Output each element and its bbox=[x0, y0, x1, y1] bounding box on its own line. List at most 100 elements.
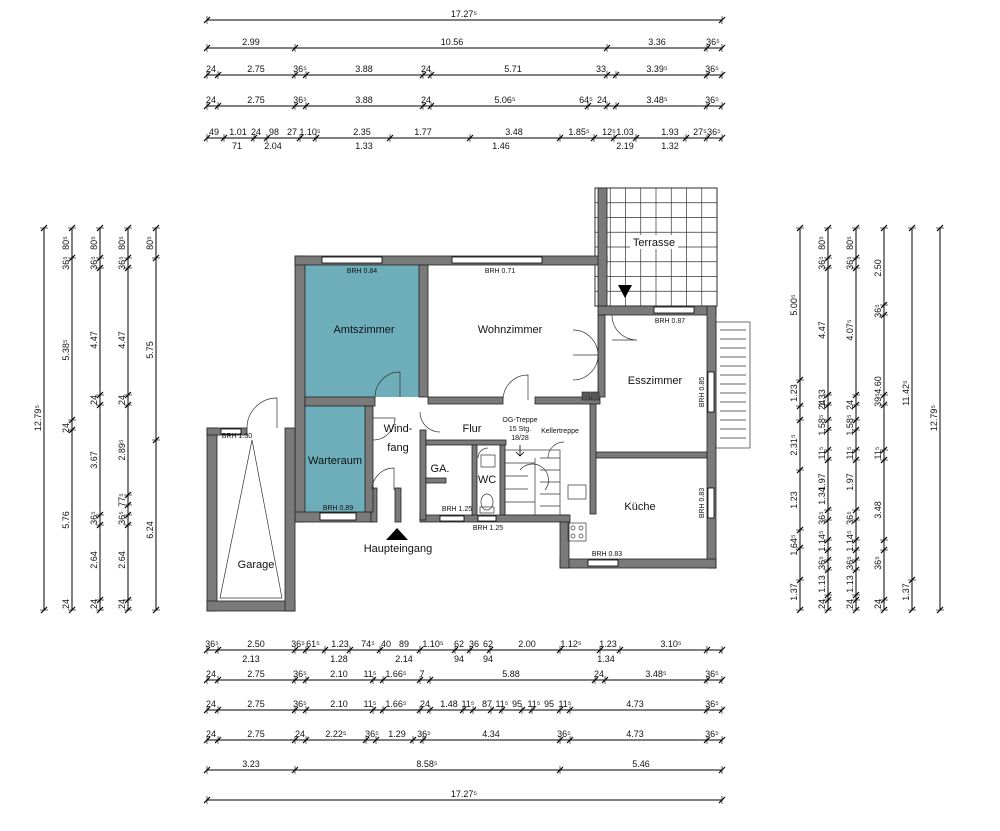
dim-label: 3.10⁵ bbox=[660, 639, 682, 649]
label-ga: GA. bbox=[431, 463, 450, 475]
dim-label: 3.88 bbox=[355, 95, 373, 105]
dim-label: 2.75 bbox=[247, 729, 265, 739]
dim-label: 27 bbox=[287, 127, 297, 137]
dim-label: 36⁵ bbox=[845, 556, 855, 570]
brh-amts: BRH 0.84 bbox=[347, 268, 377, 275]
dim-label: 1.33 bbox=[817, 389, 827, 407]
label-warteraum: Warteraum bbox=[308, 455, 362, 467]
dim-label: 36⁵ bbox=[817, 556, 827, 570]
dim-label: 4.07⁵ bbox=[845, 319, 855, 341]
dim-label: 12.79⁵ bbox=[33, 405, 43, 432]
dim-sublabel: 94 bbox=[454, 654, 464, 664]
dim-label: 1.13 bbox=[845, 575, 855, 593]
dim-label: 11⁵ bbox=[363, 669, 376, 679]
dim-label: 36⁵ bbox=[873, 304, 883, 318]
dim-label: 1.14⁵ bbox=[845, 530, 855, 552]
dim-label: 36⁵ bbox=[117, 511, 127, 525]
dim-label: 8.58⁵ bbox=[416, 759, 438, 769]
dim-label: 36⁵ bbox=[705, 729, 719, 739]
dim-label: 80⁵ bbox=[845, 236, 855, 250]
dim-label: 7 bbox=[419, 669, 424, 679]
dim-label: 98 bbox=[269, 127, 279, 137]
dim-label: 36⁵ bbox=[817, 256, 827, 270]
dim-label: 80⁵ bbox=[117, 236, 127, 250]
dim-label: 4.73 bbox=[626, 699, 644, 709]
dim-label: 3.23 bbox=[242, 759, 260, 769]
dim-label: 12.79⁵ bbox=[929, 405, 939, 432]
label-haupteingang: Haupteingang bbox=[364, 543, 433, 555]
dim-label: 1.66⁵ bbox=[385, 699, 407, 709]
dim-label: 2.22⁵ bbox=[325, 729, 347, 739]
dim-sublabel: 2.04 bbox=[264, 141, 282, 151]
dim-label: 1.66⁵ bbox=[385, 669, 407, 679]
dim-sublabel: 1.28 bbox=[330, 654, 348, 664]
dim-label: 1.97 bbox=[817, 473, 827, 491]
label-garage: Garage bbox=[238, 559, 275, 571]
windows bbox=[220, 256, 715, 567]
dim-label: 24 bbox=[597, 95, 607, 105]
dim-label: 1.13 bbox=[817, 575, 827, 593]
dim-label: 1.23 bbox=[599, 639, 617, 649]
dim-label: 24 bbox=[61, 599, 71, 609]
label-terrasse: Terrasse bbox=[633, 237, 675, 249]
dim-label: 36⁵ bbox=[845, 256, 855, 270]
dim-label: 24 bbox=[117, 599, 127, 609]
dim-label: 11⁵ bbox=[527, 699, 540, 709]
dim-label: 1.34 bbox=[817, 487, 827, 505]
dim-label: 89 bbox=[399, 639, 409, 649]
dim-label: 5.88 bbox=[502, 669, 520, 679]
dim-label: 1.03 bbox=[616, 127, 634, 137]
dim-label: 1.77 bbox=[414, 127, 432, 137]
dim-label: 36⁵ bbox=[845, 511, 855, 525]
brh-ess: BRH 0.85 bbox=[699, 377, 706, 407]
dim-label: 36⁵ bbox=[89, 256, 99, 270]
dim-label: 77⁵ bbox=[117, 493, 127, 507]
dim-label: 24 bbox=[295, 729, 305, 739]
dim-label: 11⁵ bbox=[495, 699, 508, 709]
dim-label: 36⁵ bbox=[417, 729, 431, 739]
dim-label: 24 bbox=[206, 64, 216, 74]
brh-wc: BRH 1.25 bbox=[473, 525, 503, 532]
dim-label: 10.56 bbox=[441, 37, 464, 47]
label-kellertreppe: Kellertreppe bbox=[541, 428, 579, 435]
dim-label: 24 bbox=[206, 669, 216, 679]
dim-label: 17.27⁵ bbox=[451, 9, 478, 19]
dim-label: 1.23 bbox=[789, 491, 799, 509]
dim-label: 74⁵ bbox=[361, 639, 375, 649]
dim-sublabel: 1.46 bbox=[492, 141, 510, 151]
dim-label: 95 bbox=[544, 699, 554, 709]
dim-label: 1.97 bbox=[845, 473, 855, 491]
dim-label: 27⁵ bbox=[693, 127, 707, 137]
dim-label: 24 bbox=[117, 395, 127, 405]
label-og-treppe-2: 15 Stg. bbox=[509, 426, 531, 433]
brh-kueche-right: BRH 0.83 bbox=[699, 488, 706, 518]
dim-label: 24 bbox=[89, 395, 99, 405]
dim-label: 3.36 bbox=[648, 37, 666, 47]
label-og-treppe-1: OG-Treppe bbox=[502, 417, 537, 424]
dim-label: 11⁵ bbox=[461, 699, 474, 709]
dim-label: 80⁵ bbox=[817, 236, 827, 250]
dim-sublabel: 1.33 bbox=[355, 141, 373, 151]
main-entrance-arrow bbox=[386, 528, 408, 540]
dim-label: 3.48 bbox=[505, 127, 523, 137]
dim-label: 24 bbox=[594, 669, 604, 679]
dim-label: 24 bbox=[61, 423, 71, 433]
dim-label: 36⁵ bbox=[61, 256, 71, 270]
garage-triangle bbox=[219, 439, 283, 599]
dim-label: 3.48⁵ bbox=[646, 95, 668, 105]
dim-label: 24 bbox=[89, 599, 99, 609]
dim-label: 36 bbox=[469, 639, 479, 649]
dim-label: 4.47 bbox=[817, 321, 827, 339]
dim-label: 24 bbox=[421, 95, 431, 105]
dim-sublabel: 2.13 bbox=[242, 654, 260, 664]
dim-label: 5.46 bbox=[632, 759, 650, 769]
dim-label: 1.10⁵ bbox=[422, 639, 444, 649]
dim-label: 3.48 bbox=[873, 501, 883, 519]
dim-label: 62 bbox=[483, 639, 493, 649]
dim-label: 36⁵ bbox=[117, 256, 127, 270]
dim-label: 3.88 bbox=[355, 64, 373, 74]
dim-label: 1.12⁵ bbox=[560, 639, 582, 649]
dim-label: 2.89⁵ bbox=[117, 439, 127, 461]
